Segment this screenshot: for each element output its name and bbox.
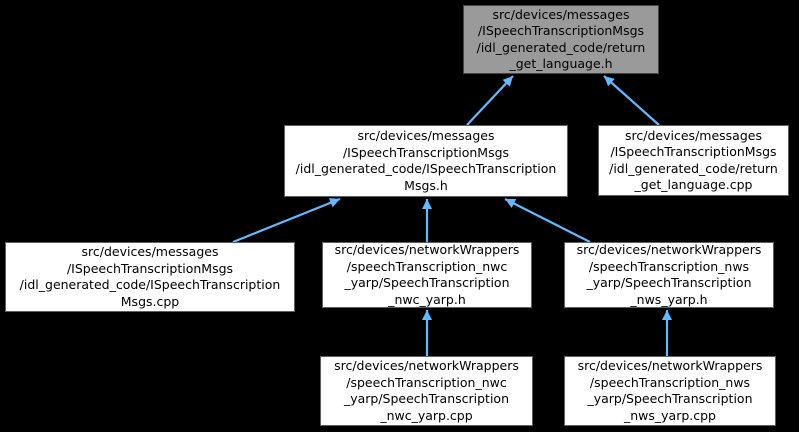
node-label-line: /speechTranscription_nws bbox=[588, 258, 750, 274]
node-label-line: _yarp/SpeechTranscription bbox=[344, 275, 510, 290]
node-label-line: src/devices/messages bbox=[625, 127, 762, 143]
graph-node-return-get-language-h[interactable]: src/devices/messages /ISpeechTranscripti… bbox=[463, 5, 659, 74]
graph-node-return-get-language-cpp[interactable]: src/devices/messages /ISpeechTranscripti… bbox=[598, 125, 789, 196]
node-label-line: /idl_generated_code/ISpeechTranscription bbox=[295, 161, 557, 176]
node-label-line: _yarp/SpeechTranscription bbox=[586, 275, 752, 290]
node-label-line: /idl_generated_code/return bbox=[609, 160, 778, 176]
node-label-line: /ISpeechTranscriptionMsgs bbox=[66, 260, 234, 276]
node-label-line: _nwc_yarp.cpp bbox=[380, 407, 473, 423]
node-label-line: /speechTranscription_nws bbox=[589, 374, 751, 390]
graph-node-ispeechtranscriptionmsgs-cpp[interactable]: src/devices/messages /ISpeechTranscripti… bbox=[5, 242, 295, 312]
node-label-line: src/devices/messages bbox=[357, 128, 495, 143]
node-label-line: /ISpeechTranscriptionMsgs bbox=[342, 144, 510, 160]
node-label-line: /ISpeechTranscriptionMsgs bbox=[477, 23, 645, 38]
graph-node-speechtranscription-nwc-yarp-h[interactable]: src/devices/networkWrappers /speechTrans… bbox=[322, 242, 532, 308]
node-label-line: src/devices/networkWrappers bbox=[576, 242, 762, 257]
node-label-line: /speechTranscription_nwc bbox=[346, 258, 508, 274]
graph-node-speechtranscription-nws-yarp-cpp[interactable]: src/devices/networkWrappers /speechTrans… bbox=[564, 356, 776, 426]
node-label-line: _nws_yarp.cpp bbox=[623, 407, 716, 423]
graph-node-speechtranscription-nwc-yarp-cpp[interactable]: src/devices/networkWrappers /speechTrans… bbox=[320, 356, 533, 426]
node-label-line: /idl_generated_code/return bbox=[476, 39, 646, 55]
graph-node-ispeechtranscriptionmsgs-h[interactable]: src/devices/messages /ISpeechTranscripti… bbox=[284, 125, 568, 197]
node-label-line: src/devices/networkWrappers bbox=[334, 242, 520, 257]
node-label-line: /ISpeechTranscriptionMsgs bbox=[610, 144, 777, 159]
node-label-line: /idl_generated_code/ISpeechTranscription bbox=[19, 277, 281, 292]
node-label-line: _yarp/SpeechTranscription bbox=[343, 391, 510, 406]
node-label-line: src/devices/messages bbox=[492, 6, 630, 22]
node-label-line: Msgs.cpp bbox=[120, 293, 180, 309]
edge-msgs-h-to-return-get-language-h bbox=[466, 75, 514, 126]
edge-return-get-language-cpp-to-return-get-language-h bbox=[603, 75, 660, 126]
node-label-line: _get_language.h bbox=[509, 56, 613, 71]
node-label-line: src/devices/messages bbox=[81, 244, 219, 259]
node-label-line: /speechTranscription_nwc bbox=[346, 374, 507, 390]
graph-node-speechtranscription-nws-yarp-h[interactable]: src/devices/networkWrappers /speechTrans… bbox=[564, 242, 774, 308]
node-label-line: src/devices/networkWrappers bbox=[334, 358, 519, 373]
edge-msgs-cpp-to-msgs-h bbox=[232, 197, 341, 244]
node-label-line: Msgs.h bbox=[404, 177, 448, 193]
node-label-line: src/devices/networkWrappers bbox=[577, 358, 763, 373]
node-label-line: _nws_yarp.h bbox=[630, 291, 708, 307]
node-label-line: _nwc_yarp.h bbox=[388, 291, 466, 307]
node-label-line: _yarp/SpeechTranscription bbox=[587, 391, 753, 406]
edge-nws-yarp-h-to-msgs-h bbox=[504, 198, 591, 243]
node-label-line: _get_language.cpp bbox=[634, 177, 753, 192]
